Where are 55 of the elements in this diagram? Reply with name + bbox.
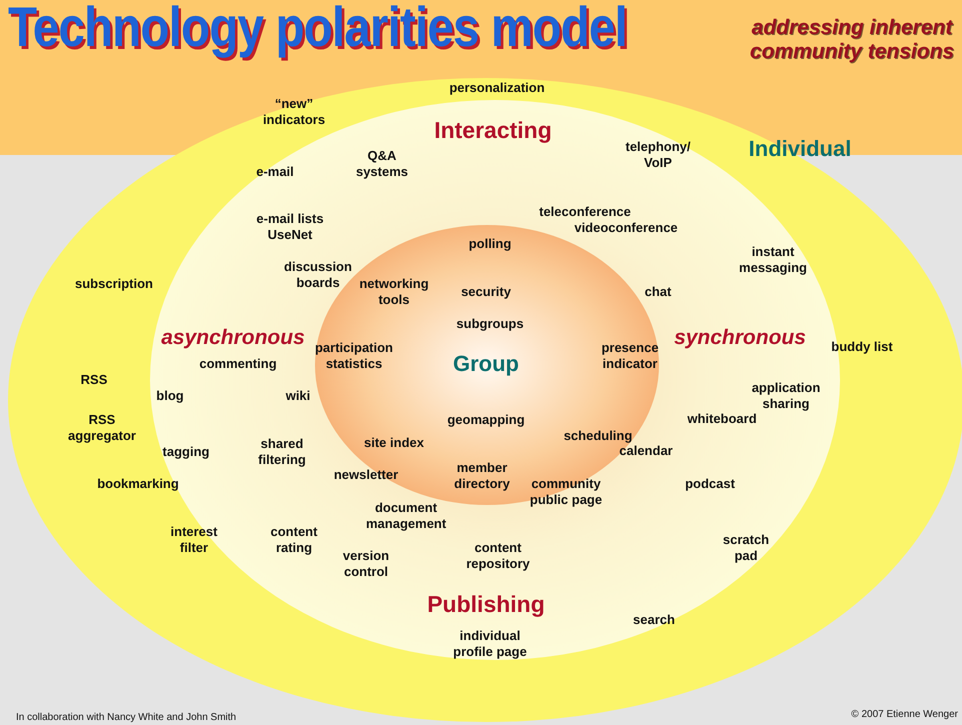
category-heading: Individual xyxy=(748,136,852,162)
feature-label: videoconference xyxy=(574,220,678,236)
feature-label: Q&A systems xyxy=(354,148,410,180)
copyright-note: © 2007 Etienne Wenger xyxy=(851,708,958,722)
feature-label: RSS aggregator xyxy=(67,412,137,444)
feature-label: participation statistics xyxy=(314,340,394,372)
feature-label: tagging xyxy=(162,444,210,460)
feature-label: RSS xyxy=(80,372,108,388)
feature-label: content repository xyxy=(465,540,531,572)
feature-label: teleconference xyxy=(539,204,631,220)
feature-label: community public page xyxy=(528,476,604,508)
feature-label: wiki xyxy=(286,388,310,404)
feature-label: whiteboard xyxy=(687,411,757,427)
category-heading: asynchronous xyxy=(161,326,305,350)
category-heading: Group xyxy=(453,351,519,377)
feature-label: member directory xyxy=(453,460,511,492)
feature-label: e-mail lists UseNet xyxy=(255,211,325,243)
feature-label: commenting xyxy=(199,356,277,372)
feature-label: podcast xyxy=(685,476,735,492)
feature-label: scheduling xyxy=(564,428,632,444)
feature-label: polling xyxy=(468,236,512,252)
feature-label: scratch pad xyxy=(722,532,770,564)
feature-label: version control xyxy=(342,548,390,580)
feature-label: “new” indicators xyxy=(262,96,326,128)
category-heading: Publishing xyxy=(427,591,545,617)
feature-label: interest filter xyxy=(170,524,218,556)
feature-label: document management xyxy=(366,500,446,532)
category-heading: synchronous xyxy=(674,326,806,350)
feature-label: discussion boards xyxy=(283,259,353,291)
feature-label: presence indicator xyxy=(600,340,660,372)
feature-label: subscription xyxy=(75,276,153,292)
feature-label: telephony/ VoIP xyxy=(624,139,692,171)
feature-label: personalization xyxy=(449,80,545,96)
feature-label: security xyxy=(461,284,511,300)
feature-label: blog xyxy=(156,388,184,404)
feature-label: chat xyxy=(644,284,672,300)
feature-label: buddy list xyxy=(831,339,893,355)
feature-label: newsletter xyxy=(334,467,398,483)
feature-label: individual profile page xyxy=(452,628,528,660)
feature-label: networking tools xyxy=(358,276,430,308)
title: Technology polarities model xyxy=(8,0,627,59)
feature-label: site index xyxy=(364,435,424,451)
feature-label: calendar xyxy=(619,443,673,459)
feature-label: bookmarking xyxy=(97,476,179,492)
feature-label: geomapping xyxy=(447,412,525,428)
feature-label: e-mail xyxy=(256,164,294,180)
feature-label: shared filtering xyxy=(257,436,307,468)
subtitle: addressing inherent community tensions xyxy=(748,16,956,64)
feature-label: application sharing xyxy=(750,380,822,412)
feature-label: subgroups xyxy=(456,316,524,332)
category-heading: Interacting xyxy=(434,117,552,143)
feature-label: search xyxy=(633,612,675,628)
credit-note: In collaboration with Nancy White and John Smith xyxy=(16,711,236,725)
feature-label: content rating xyxy=(270,524,318,556)
feature-label: instant messaging xyxy=(738,244,808,276)
